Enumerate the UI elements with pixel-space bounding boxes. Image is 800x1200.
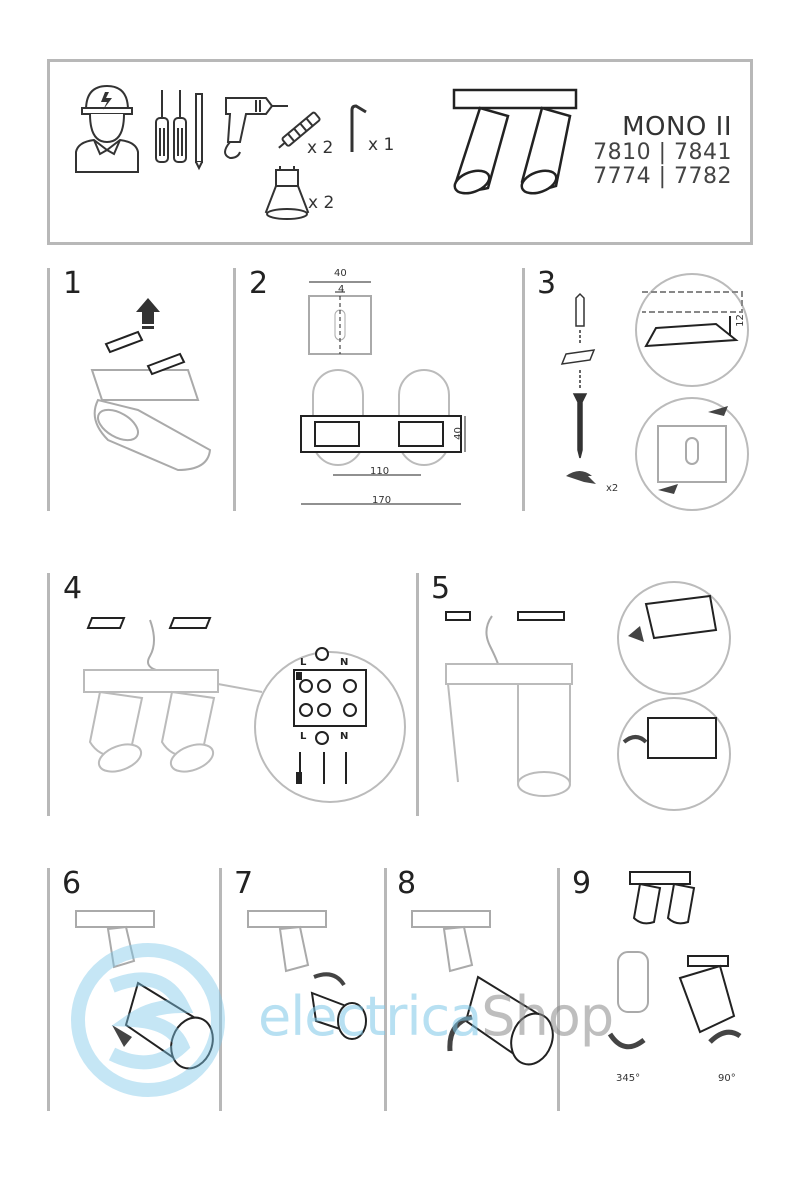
divider: [47, 868, 50, 1111]
watermark-text-part2: Shop: [481, 985, 614, 1048]
terminal-l-top: L: [300, 657, 307, 668]
dim-length: 170: [372, 495, 392, 506]
step-5-detail-circles: [617, 581, 731, 811]
screwdrivers-icon: [155, 90, 203, 171]
divider: [219, 868, 222, 1111]
electrician-icon: [75, 84, 139, 173]
dim-height: 40: [452, 427, 464, 440]
divider: [557, 868, 560, 1111]
step-number-4: 4: [63, 571, 83, 606]
product-codes-row1: 7810 | 7841: [593, 140, 732, 165]
divider: [47, 268, 50, 511]
step-number-1: 1: [63, 266, 83, 301]
step-number-9: 9: [572, 866, 592, 901]
wall-plug-icon: [278, 111, 321, 149]
step-2-dimension-drawing: [300, 281, 466, 505]
step-5-mounting: [445, 611, 573, 797]
step-number-3: 3: [537, 266, 557, 301]
product-name: MONO II: [622, 112, 732, 142]
dim-gap: 12: [734, 314, 746, 327]
screw-quantity: x2: [606, 483, 619, 494]
bulb-quantity: x 2: [308, 193, 335, 213]
step-9-adjustment: [607, 871, 742, 1050]
step-6-illustration: [75, 910, 214, 1070]
step-8-illustration: [411, 910, 554, 1066]
angle-rotation: 345°: [616, 1073, 641, 1084]
wall-plug-quantity: x 2: [307, 138, 334, 158]
allen-key-quantity: x 1: [368, 135, 395, 155]
step-1-illustration: [90, 298, 212, 472]
step-number-7: 7: [234, 866, 254, 901]
step-number-6: 6: [62, 866, 82, 901]
divider: [384, 868, 387, 1111]
header-panel: [47, 59, 753, 245]
step-number-2: 2: [249, 266, 269, 301]
step-number-5: 5: [431, 571, 451, 606]
allen-key-icon: [350, 104, 367, 152]
watermark-logo-icon: [71, 943, 225, 1097]
divider: [522, 268, 525, 511]
step-7-illustration: [247, 910, 367, 1040]
product-codes-row2: 7774 | 7782: [593, 164, 732, 189]
gu10-bulb-icon: [264, 166, 310, 220]
step-number-8: 8: [397, 866, 417, 901]
step-3-detail-circles: [635, 273, 749, 511]
divider: [416, 573, 419, 816]
watermark-text-part1: electrica: [258, 985, 482, 1048]
product-image: [452, 88, 578, 195]
divider: [233, 268, 236, 511]
terminal-n-top: N: [340, 657, 349, 668]
dim-slot: 4: [338, 284, 345, 295]
step-3-fixings: [560, 292, 596, 484]
step-4-wiring: [83, 617, 406, 803]
watermark-logo: electricaShop: [258, 985, 614, 1048]
drill-icon: [224, 97, 288, 160]
terminal-n-bottom: N: [340, 731, 349, 742]
dim-bracket-width: 40: [334, 268, 347, 279]
angle-tilt: 90°: [718, 1073, 736, 1084]
terminal-l-bottom: L: [300, 731, 307, 742]
divider: [47, 573, 50, 816]
dim-spacing: 110: [370, 466, 390, 477]
